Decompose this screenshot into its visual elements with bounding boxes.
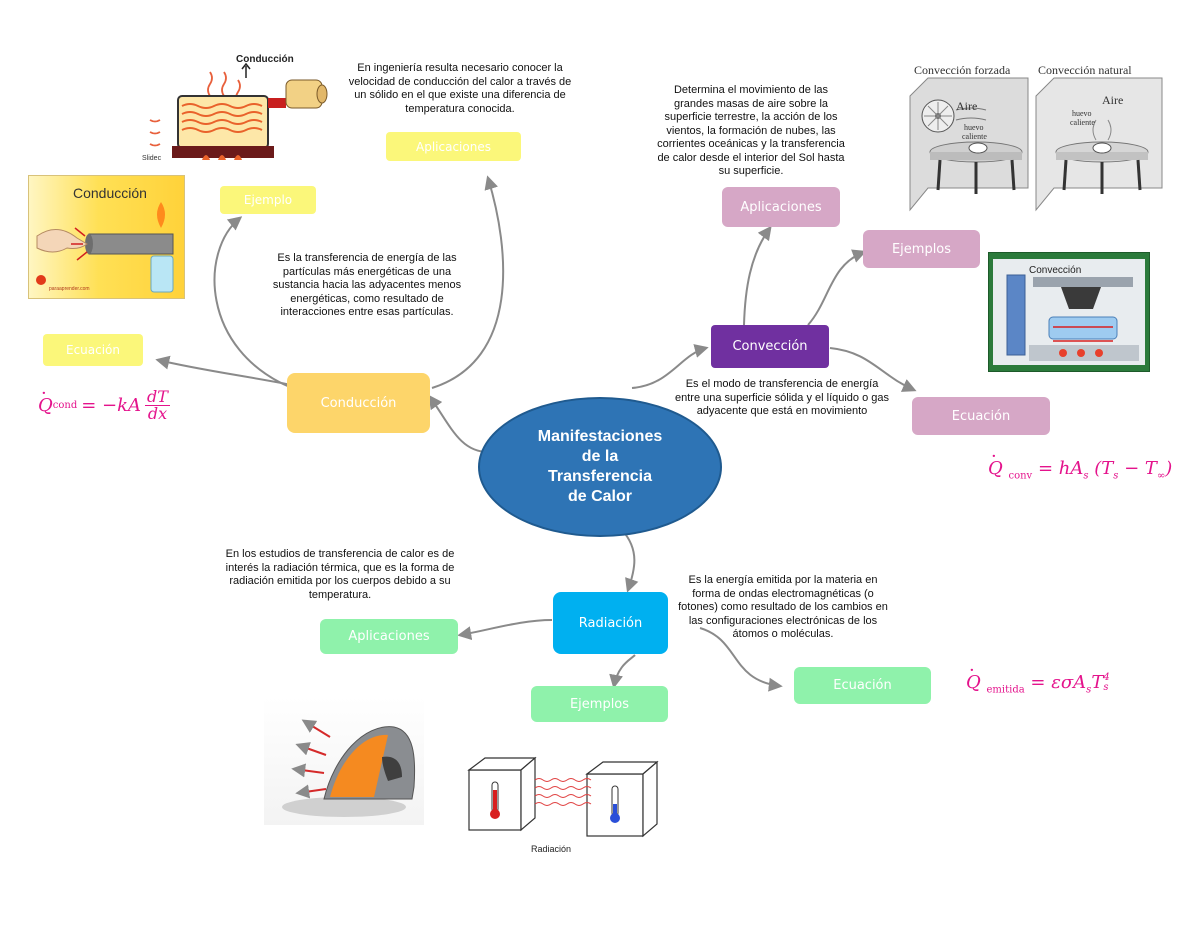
eq-cond-fraction: dT dx (145, 389, 170, 422)
stove-title: Conducción (236, 54, 294, 65)
eq-q-dot: · Q (38, 383, 53, 416)
huevo-label-1a: huevo (964, 123, 984, 132)
conveccion-ejemplos-node: Ejemplos (863, 230, 980, 268)
eq-cond-num: dT (145, 387, 170, 406)
conveccion-aplicaciones-node: Aplicaciones (722, 187, 840, 227)
coffee-title: Convección (1029, 265, 1081, 276)
conveccion-node: Convección (711, 325, 829, 368)
eq-conv-minus: − T (1118, 458, 1157, 479)
conveccion-definition: Es el modo de transferencia de energía e… (674, 378, 890, 417)
convection-illustration: Convección forzada Convección natural Ai… (909, 63, 1163, 212)
central-label-line-1: Manifestaciones (537, 428, 663, 445)
eq-rad-sub: emitida (986, 684, 1025, 696)
eq-rad-tsub: s (1103, 682, 1109, 693)
radiacion-ejemplos-node: Ejemplos (531, 686, 668, 722)
eq-rad-t: T (1091, 672, 1104, 693)
eq-cond-sub: cond (52, 400, 78, 411)
eq-rad-rhs: = εσA (1030, 672, 1087, 693)
conduccion-equation: · Q cond = −kA dT dx (38, 383, 170, 422)
conduccion-node: Conducción (287, 373, 430, 433)
radiacion-aplicaciones-node: Aplicaciones (320, 619, 458, 654)
radiacion-boxes-image: Radiación (465, 752, 665, 870)
conveccion-aplicaciones-text: Determina el movimiento de las grandes m… (657, 84, 845, 177)
forzada-title: Convección forzada (914, 63, 1011, 77)
central-label-line-4: de Calor (567, 488, 632, 505)
conveccion-egg-image: Convección forzada Convección natural Ai… (906, 60, 1168, 220)
natural-title: Convección natural (1038, 63, 1132, 77)
arrow-central-conveccion (631, 344, 709, 389)
conveccion-equation: · Q conv = hAs (Ts − T∞) (988, 446, 1173, 482)
radiacion-iron-image (264, 697, 424, 825)
eq-cond-rhs: = −kA (81, 395, 142, 416)
boxes-illustration: Radiación (467, 756, 659, 854)
eq-cond-den: dx (147, 404, 168, 423)
candle-credit: paraaprender.com (49, 286, 90, 292)
radiacion-aplicaciones-text: En los estudios de transferencia de calo… (225, 548, 455, 601)
iron-illustration (282, 719, 416, 817)
eq-conv-rhs-sub: s (1083, 470, 1089, 482)
huevo-label-2a: huevo (1072, 109, 1092, 118)
arrow-radiacion-ejemplos (609, 654, 636, 689)
aire-label-2: Aire (1102, 93, 1123, 107)
central-label-line-3: Transferencia (547, 468, 653, 485)
conduccion-ejemplo-node: Ejemplo (220, 186, 316, 214)
arrow-central-conduccion (428, 394, 489, 453)
conduccion-definition: Es la transferencia de energía de las pa… (272, 252, 462, 318)
eq-rad-sup: 4 (1103, 672, 1110, 683)
eq-rad-rhs-sub: s (1086, 684, 1092, 696)
arrow-central-radiacion (621, 529, 639, 593)
huevo-label-1b: caliente (962, 132, 987, 141)
conveccion-coffee-image: Convección (988, 252, 1150, 372)
arrow-conveccion-aplicaciones (743, 225, 772, 326)
eq-conv-paren-sub1: s (1113, 470, 1119, 482)
arrow-conduccion-ecuacion (155, 355, 293, 386)
eq-rad-q: · Q (966, 660, 981, 693)
boxes-caption: Radiación (531, 844, 571, 854)
conduccion-stove-image: Conducción Slideс (140, 50, 330, 168)
stove-credit: Slideс (142, 155, 162, 162)
arrow-radiacion-ecuacion (699, 627, 783, 692)
arrow-conduccion-ejemplo (213, 216, 293, 389)
arrow-conveccion-ejemplos (807, 249, 867, 326)
radiacion-definition: Es la energía emitida por la materia en … (678, 574, 888, 640)
conduccion-ecuacion-node: Ecuación (43, 334, 143, 366)
eq-conv-close: ) (1165, 458, 1173, 479)
huevo-label-2b: caliente (1070, 118, 1095, 127)
central-node: Manifestaciones de la Transferencia de C… (478, 397, 722, 537)
candle-title: Conducción (73, 185, 147, 201)
eq-conv-q: · Q (988, 446, 1003, 479)
eq-conv-paren: (T (1094, 458, 1114, 479)
candle-illustration: Conducción paraaprender.com (36, 185, 174, 293)
conveccion-ecuacion-node: Ecuación (912, 397, 1050, 435)
arrow-conveccion-ecuacion (829, 347, 917, 392)
central-label-line-2: de la (581, 448, 619, 465)
eq-cond-lhs: Q (38, 395, 53, 416)
radiacion-ecuacion-node: Ecuación (794, 667, 931, 704)
eq-conv-sub: conv (1008, 470, 1033, 482)
eq-rad-lhs: Q (966, 672, 981, 693)
coffee-illustration: Convección (993, 259, 1145, 365)
conduccion-aplicaciones-text: En ingeniería resulta necesario conocer … (348, 62, 572, 115)
eq-conv-lhs: Q (988, 458, 1003, 479)
arrow-radiacion-aplicaciones (457, 619, 553, 641)
eq-conv-paren-sub2: ∞ (1156, 470, 1166, 482)
conduccion-aplicaciones-node: Aplicaciones (386, 132, 521, 161)
eq-conv-rhs: = hA (1037, 458, 1084, 479)
stove-illustration: Conducción Slideс (142, 54, 328, 162)
conduccion-candle-image: Conducción paraaprender.com (28, 175, 185, 299)
aire-label-1: Aire (956, 99, 977, 113)
arrow-conduccion-aplicaciones (431, 175, 505, 389)
radiacion-node: Radiación (553, 592, 668, 654)
